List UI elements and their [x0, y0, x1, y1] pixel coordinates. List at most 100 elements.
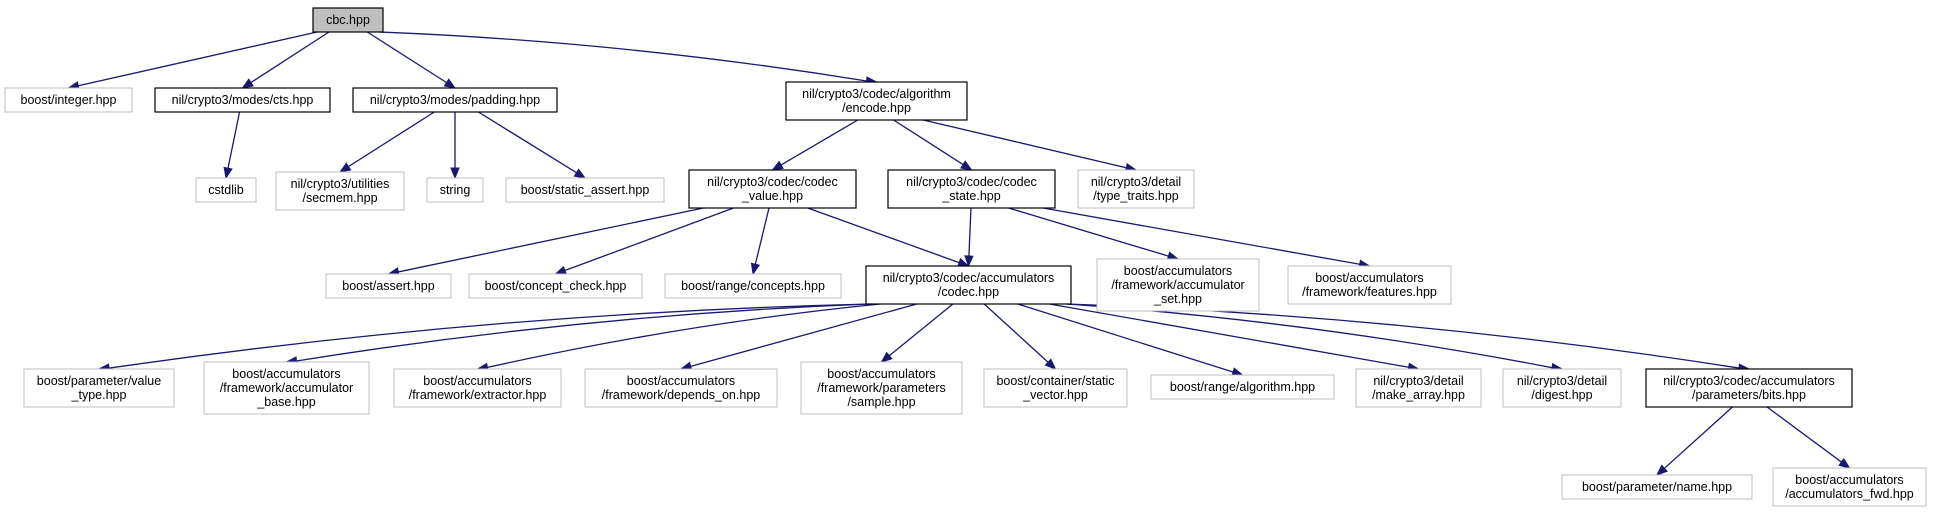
edge-line	[1043, 207, 1360, 265]
node-box	[325, 273, 452, 299]
node-extractor: boost/accumulators/framework/extractor.h…	[393, 368, 562, 408]
edge-arrowhead	[573, 168, 587, 179]
edge-line	[780, 119, 859, 166]
edge-codec-state-to-acc-set	[1008, 207, 1180, 261]
edge-acc-codec-to-range-algorithm	[1017, 303, 1244, 377]
edge-line	[564, 207, 734, 272]
edge-codec-value-to-range-concepts	[750, 207, 770, 276]
edge-acc-codec-to-acc-base	[285, 303, 871, 366]
edge-encode-to-codec-value	[771, 119, 859, 171]
node-label: /parameters/bits.hpp	[1692, 388, 1806, 402]
node-type-traits: nil/crypto3/detail/type_traits.hpp	[1077, 169, 1195, 209]
node-box	[865, 265, 1072, 305]
node-label: boost/accumulators	[1315, 271, 1423, 285]
node-label: boost/accumulators	[232, 367, 340, 381]
edge-padding-to-static-assert	[478, 111, 587, 179]
edge-line	[478, 111, 577, 174]
node-box	[688, 169, 857, 209]
edge-codec-value-to-concept-check	[554, 207, 734, 275]
edge-codec-value-to-acc-codec	[807, 207, 970, 267]
node-label: nil/crypto3/codec/codec	[707, 175, 838, 189]
node-assert: boost/assert.hpp	[325, 273, 452, 299]
node-label: boost/accumulators	[827, 367, 935, 381]
node-label: /framework/features.hpp	[1302, 285, 1437, 299]
node-label: nil/crypto3/modes/cts.hpp	[172, 93, 314, 107]
edge-line	[348, 111, 435, 168]
edge-arrowhead	[554, 265, 568, 275]
node-label: nil/crypto3/detail	[1517, 374, 1607, 388]
edge-line	[983, 303, 1049, 363]
node-concept-check: boost/concept_check.hpp	[468, 273, 643, 299]
edge-cbc-to-encode	[378, 31, 878, 86]
node-label: boost/assert.hpp	[342, 279, 434, 293]
edge-arrowhead	[443, 78, 457, 89]
node-label: /accumulators_fwd.hpp	[1785, 487, 1914, 501]
node-label: string	[440, 183, 471, 197]
edge-line	[227, 111, 241, 169]
edge-line	[754, 207, 770, 265]
node-box	[312, 7, 384, 33]
edge-arrowhead	[880, 351, 893, 363]
edge-codec-state-to-acc-codec	[964, 207, 974, 268]
edge-line	[888, 303, 954, 357]
edge-bits-to-acc-fwd	[1766, 406, 1851, 469]
node-digest: nil/crypto3/detail/digest.hpp	[1502, 368, 1622, 408]
node-box	[154, 87, 331, 113]
node-integer: boost/integer.hpp	[4, 87, 133, 113]
node-label: _base.hpp	[256, 395, 315, 409]
edge-line	[1066, 303, 1553, 369]
edge-line	[487, 303, 881, 369]
node-label: /make_array.hpp	[1372, 388, 1465, 402]
node-cstdlib: cstdlib	[195, 177, 257, 203]
node-label: cstdlib	[208, 183, 243, 197]
node-param-name: boost/parameter/name.hpp	[1561, 474, 1753, 500]
node-label: /secmem.hpp	[302, 191, 377, 205]
edge-encode-to-codec-state	[893, 119, 973, 171]
node-label: /framework/extractor.hpp	[409, 388, 547, 402]
node-box	[1561, 474, 1753, 500]
node-label: boost/accumulators	[1795, 473, 1903, 487]
edge-arrowhead	[964, 255, 974, 268]
edge-line	[108, 303, 871, 369]
node-label: /framework/accumulator	[220, 381, 353, 395]
node-padding: nil/crypto3/modes/padding.hpp	[352, 87, 558, 113]
node-make-array: nil/crypto3/detail/make_array.hpp	[1355, 368, 1482, 408]
node-box	[1502, 368, 1622, 408]
node-box	[1096, 258, 1260, 312]
node-box	[275, 171, 405, 211]
node-label: nil/crypto3/detail	[1373, 374, 1463, 388]
node-label: nil/crypto3/codec/algorithm	[802, 87, 951, 101]
node-value-type: boost/parameter/value_type.hpp	[23, 368, 175, 408]
node-acc-set: boost/accumulators/framework/accumulator…	[1096, 258, 1260, 312]
node-box	[1772, 467, 1927, 507]
graph-edges	[67, 31, 1851, 476]
node-box	[505, 177, 665, 203]
node-label: nil/crypto3/modes/padding.hpp	[370, 93, 540, 107]
node-label: _value.hpp	[741, 189, 803, 203]
node-codec-value: nil/crypto3/codec/codec_value.hpp	[688, 169, 857, 209]
node-label: _vector.hpp	[1022, 388, 1088, 402]
node-box	[1355, 368, 1482, 408]
node-box	[785, 81, 968, 121]
node-range-algorithm: boost/range/algorithm.hpp	[1150, 374, 1335, 400]
node-box	[983, 368, 1128, 408]
node-label: boost/range/concepts.hpp	[681, 279, 825, 293]
edge-line	[968, 207, 972, 257]
edge-line	[250, 31, 330, 84]
node-box	[468, 273, 643, 299]
edge-line	[1663, 406, 1733, 469]
edge-arrowhead	[223, 166, 233, 180]
edge-line	[690, 303, 917, 367]
edge-cbc-to-cts	[241, 31, 330, 89]
node-box	[1077, 169, 1195, 209]
node-box	[584, 368, 778, 408]
node-label: _set.hpp	[1153, 292, 1202, 306]
node-label: nil/crypto3/codec/codec	[906, 175, 1037, 189]
edge-acc-codec-to-digest	[1066, 303, 1564, 373]
edge-arrowhead	[241, 78, 254, 89]
edge-acc-codec-to-static-vector	[983, 303, 1057, 370]
node-box	[393, 368, 562, 408]
node-label: /codec.hpp	[938, 285, 999, 299]
node-label: boost/concept_check.hpp	[485, 279, 627, 293]
